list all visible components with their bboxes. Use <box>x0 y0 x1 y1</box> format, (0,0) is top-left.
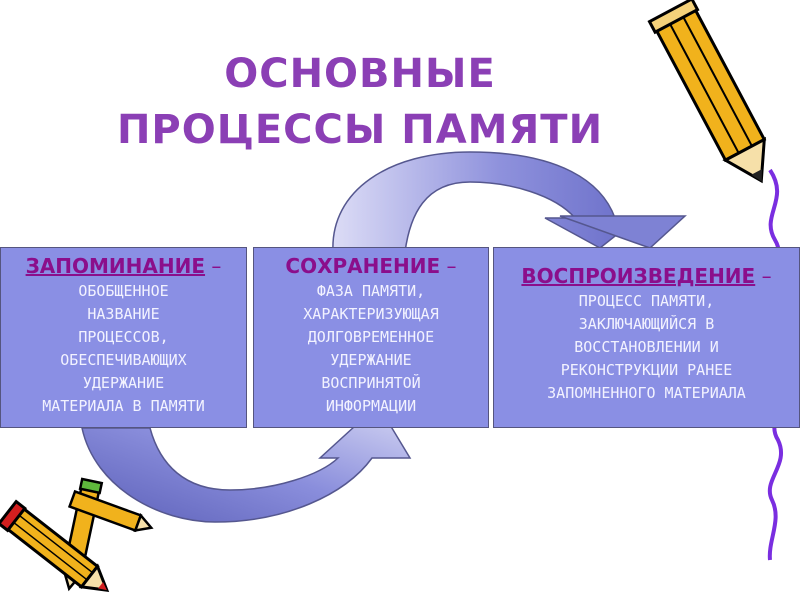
title-line-2: ПРОЦЕССЫ ПАМЯТИ <box>116 107 604 153</box>
pencils-bottom-left-icon <box>0 477 154 592</box>
pencil-top-right-icon <box>647 0 767 184</box>
reproduction-line: РЕКОНСТРУКЦИИ РАНЕЕ <box>560 361 733 379</box>
page-title: ОСНОВНЫЕ ПРОЦЕССЫ ПАМЯТИ <box>60 46 660 158</box>
memorization-box: ЗАПОМИНАНИЕ – ОБОБЩЕННОЕ НАЗВАНИЕ ПРОЦЕС… <box>0 247 247 428</box>
retention-heading: СОХРАНЕНИЕ – <box>254 252 488 280</box>
reproduction-heading: ВОСПРОИЗВЕДЕНИЕ – <box>494 262 799 290</box>
retention-line: ИНФОРМАЦИИ <box>325 397 417 415</box>
retention-line: ФАЗА ПАМЯТИ, <box>316 282 426 300</box>
reproduction-term: ВОСПРОИЗВЕДЕНИЕ <box>521 264 756 288</box>
reproduction-line: ЗАКЛЮЧАЮЩИЙСЯ В <box>578 315 715 333</box>
retention-line: ХАРАКТЕРИЗУЮЩАЯ <box>303 305 439 323</box>
reproduction-line: ЗАПОМНЕННОГО МАТЕРИАЛА <box>547 384 746 402</box>
curved-arrow-bottom <box>81 403 412 523</box>
retention-box: СОХРАНЕНИЕ – ФАЗА ПАМЯТИ, ХАРАКТЕРИЗУЮЩА… <box>253 247 489 428</box>
memorization-line: УДЕРЖАНИЕ <box>82 374 165 392</box>
retention-line: УДЕРЖАНИЕ <box>330 351 412 369</box>
retention-dash: – <box>440 254 457 278</box>
memorization-dash: – <box>205 254 222 278</box>
memorization-term: ЗАПОМИНАНИЕ <box>25 254 206 278</box>
memorization-heading: ЗАПОМИНАНИЕ – <box>1 252 246 280</box>
memorization-line: ПРОЦЕССОВ, <box>78 328 169 346</box>
retention-term: СОХРАНЕНИЕ <box>285 254 441 278</box>
memorization-line: НАЗВАНИЕ <box>87 305 160 323</box>
reproduction-dash: – <box>755 264 772 288</box>
retention-line: ДОЛГОВРЕМЕННОЕ <box>307 328 435 346</box>
memorization-line: МАТЕРИАЛА В ПАМЯТИ <box>42 397 205 415</box>
retention-line: ВОСПРИНЯТОЙ <box>321 374 421 392</box>
title-line-1: ОСНОВНЫЕ <box>224 51 496 97</box>
reproduction-box: ВОСПРОИЗВЕДЕНИЕ – ПРОЦЕСС ПАМЯТИ, ЗАКЛЮЧ… <box>493 247 800 428</box>
memorization-line: ОБЕСПЕЧИВАЮЩИХ <box>60 351 187 369</box>
curved-arrow-top <box>332 151 687 253</box>
reproduction-line: ПРОЦЕСС ПАМЯТИ, <box>578 292 715 310</box>
memorization-line: ОБОБЩЕННОЕ <box>78 282 169 300</box>
reproduction-line: ВОССТАНОВЛЕНИИ И <box>574 338 719 356</box>
